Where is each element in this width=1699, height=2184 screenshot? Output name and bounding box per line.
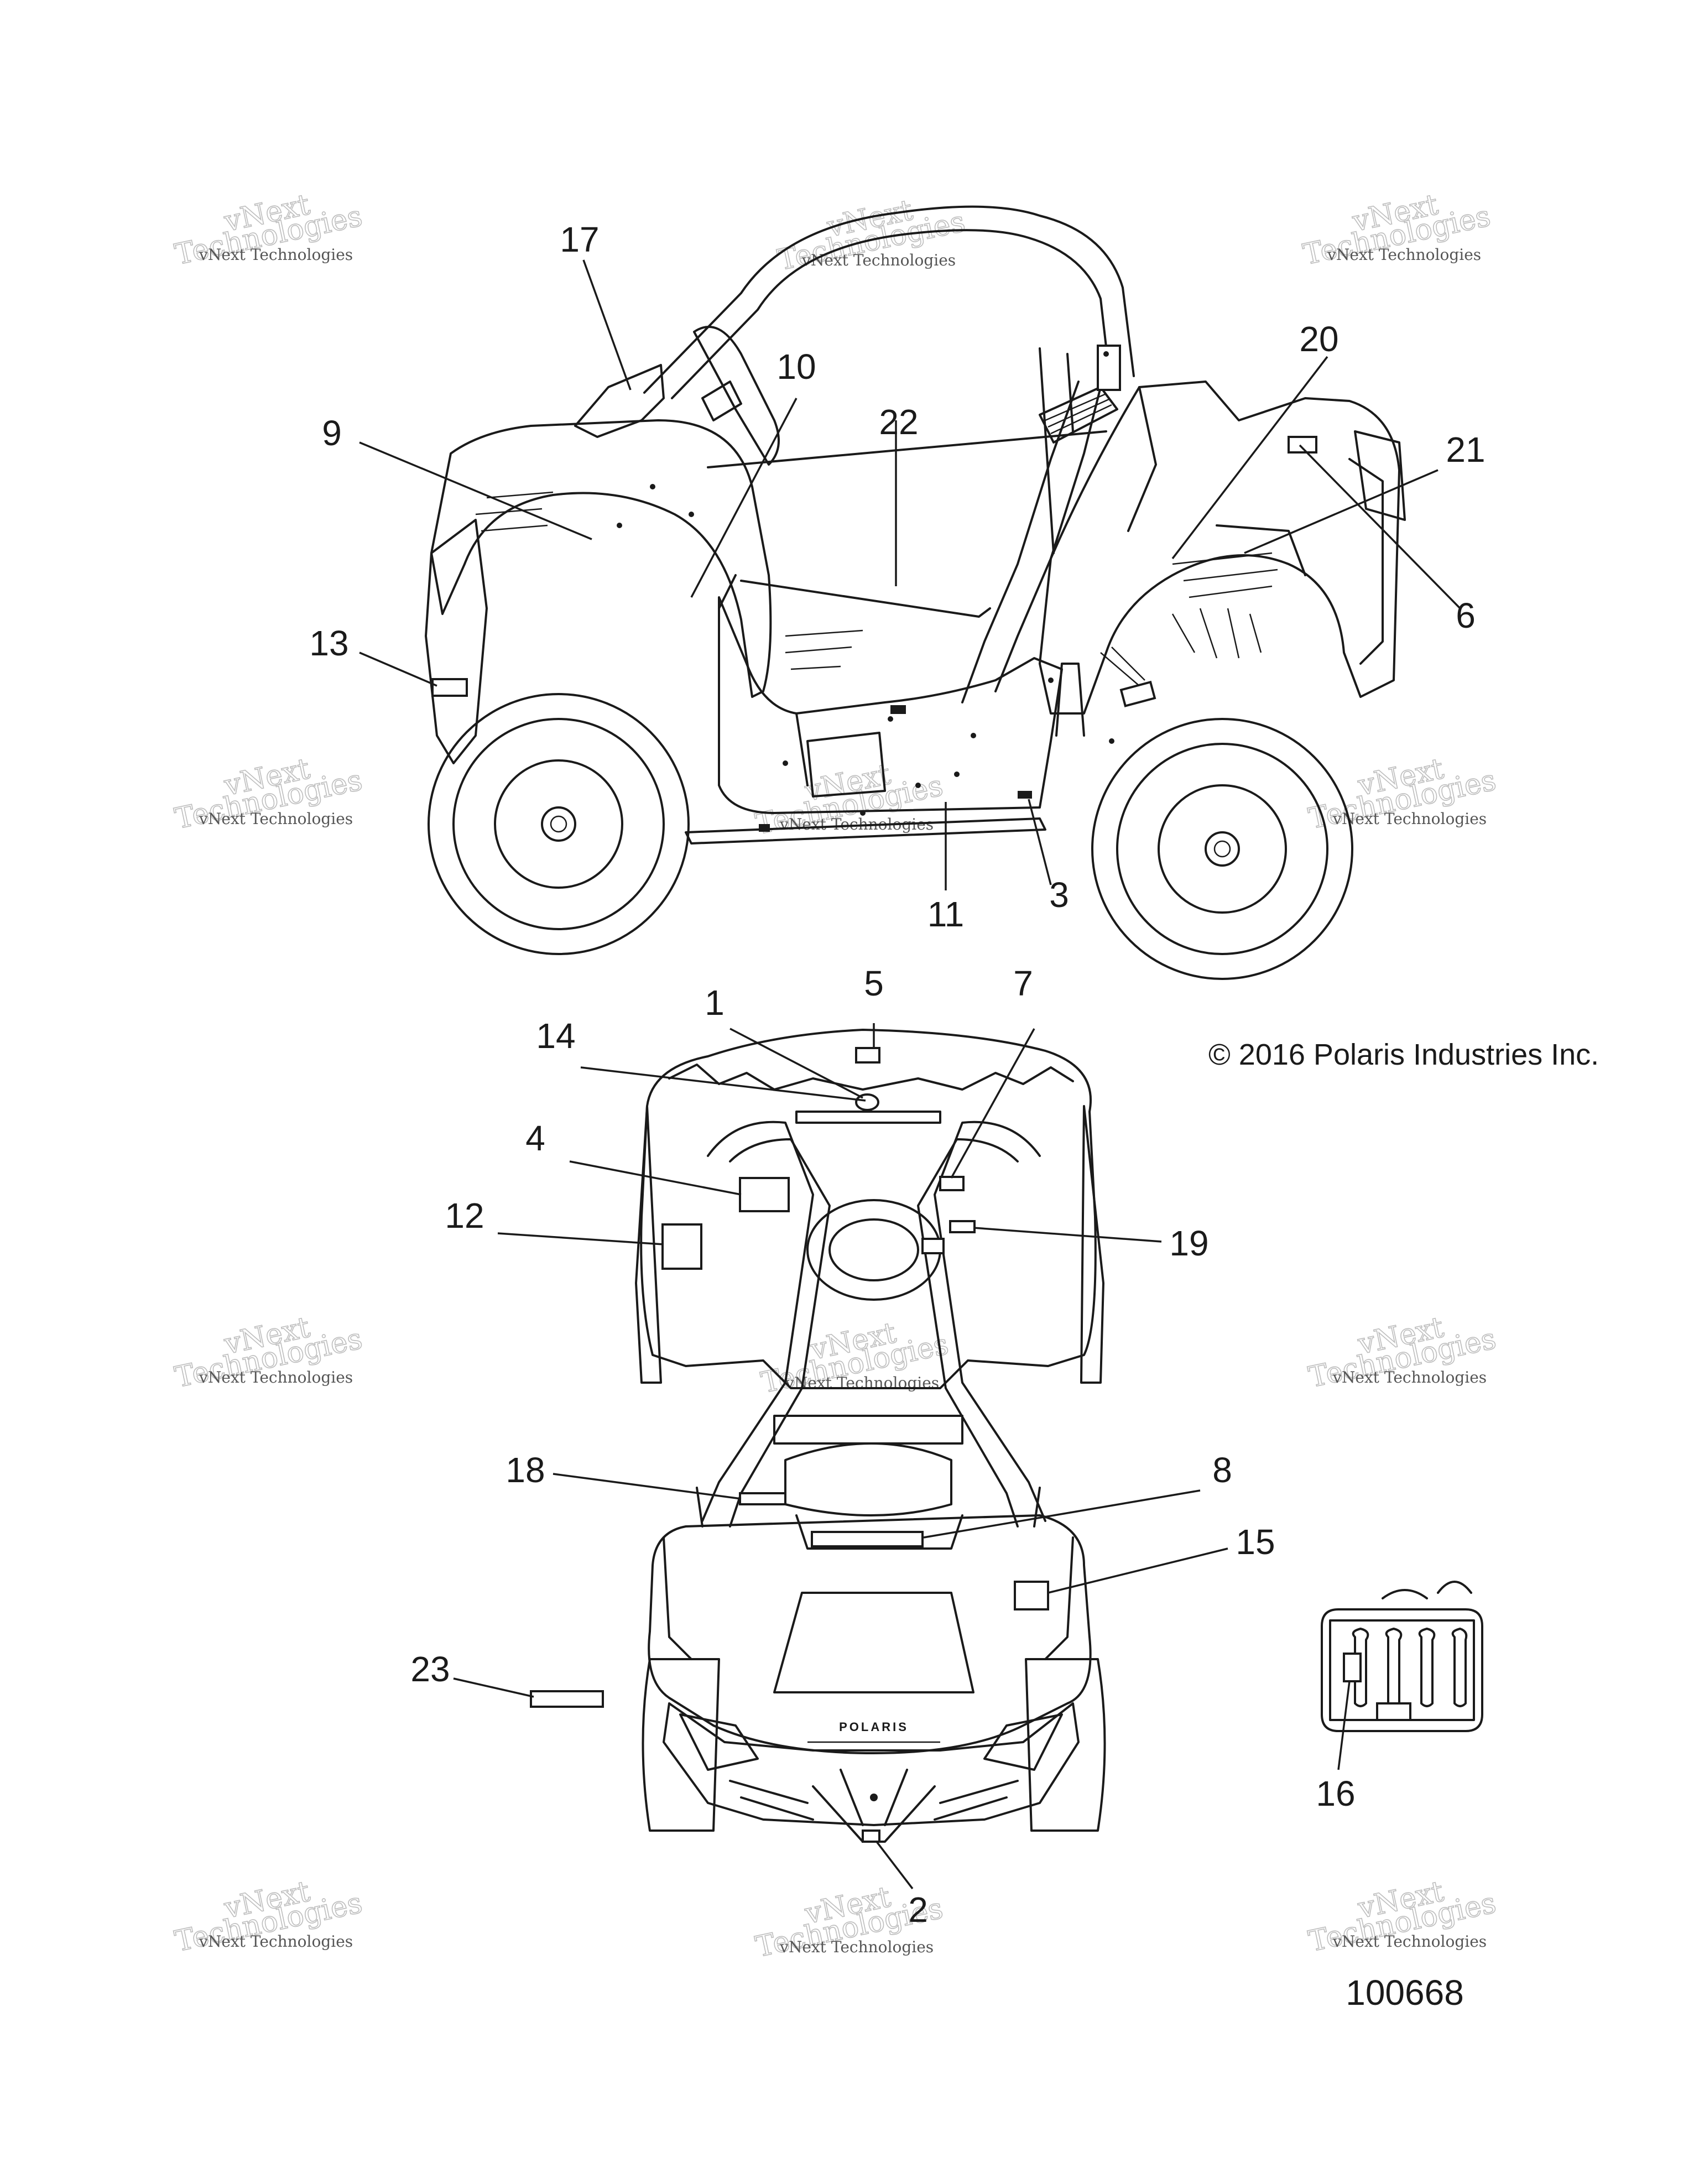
callout-10: 10 bbox=[776, 347, 816, 387]
rear-body bbox=[640, 1029, 1097, 1389]
copyright-notice: © 2016 Polaris Industries Inc. bbox=[1208, 1038, 1599, 1071]
decal-19 bbox=[949, 1220, 976, 1233]
callout-labels: 17 10 9 22 20 21 6 13 11 3 5 1 7 14 4 12… bbox=[309, 220, 1485, 1930]
decal-14 bbox=[855, 1093, 879, 1111]
decal-12 bbox=[661, 1223, 702, 1270]
steering-wheel bbox=[693, 326, 780, 466]
callout-12: 12 bbox=[445, 1196, 484, 1236]
decal-8 bbox=[811, 1531, 924, 1547]
rear-grille bbox=[1348, 458, 1384, 665]
svg-text:vNext Technologies: vNext Technologies bbox=[199, 1932, 353, 1951]
callout-11: 11 bbox=[927, 894, 964, 934]
rear-fender bbox=[1039, 380, 1400, 715]
front-body bbox=[648, 1514, 1092, 1754]
svg-text:vNext Technologies: vNext Technologies bbox=[1327, 246, 1481, 264]
callout-23: 23 bbox=[410, 1649, 450, 1689]
decal-15 bbox=[1014, 1581, 1049, 1610]
decal-4 bbox=[739, 1177, 790, 1212]
callout-1: 1 bbox=[705, 983, 725, 1023]
decal-13 bbox=[431, 678, 468, 697]
watermark: Technologies vNext vNext Technologies bbox=[1305, 752, 1499, 836]
rear-wheel bbox=[1091, 718, 1353, 980]
undercarriage-detail bbox=[475, 351, 1278, 832]
front-fender bbox=[430, 419, 772, 698]
svg-text:vNext Technologies: vNext Technologies bbox=[199, 1368, 353, 1386]
svg-text:vNext Technologies: vNext Technologies bbox=[199, 246, 353, 264]
decal-16 bbox=[1343, 1653, 1362, 1682]
decal-23 bbox=[530, 1690, 604, 1708]
cab-upper-line bbox=[707, 430, 1107, 468]
front-suspension bbox=[729, 1769, 1019, 1843]
svg-text:vNext Technologies: vNext Technologies bbox=[199, 810, 353, 828]
callout-7: 7 bbox=[1013, 963, 1033, 1003]
watermark: Technologies vNext vNext Technologies bbox=[171, 187, 366, 272]
callout-13: 13 bbox=[309, 623, 348, 663]
callout-18: 18 bbox=[505, 1450, 545, 1490]
callout-5: 5 bbox=[864, 963, 884, 1003]
callout-22: 22 bbox=[879, 402, 918, 442]
decal-2 bbox=[862, 1829, 880, 1843]
roll-cage-top bbox=[701, 1120, 814, 1522]
watermark-group: Technologies vNext vNext Technologies Te… bbox=[171, 187, 1499, 1964]
fuel-tank bbox=[1321, 1581, 1483, 1732]
watermark: Technologies vNext vNext Technologies bbox=[1305, 1310, 1499, 1395]
svg-text:vNext Technologies: vNext Technologies bbox=[779, 1938, 934, 1956]
callout-9: 9 bbox=[322, 413, 342, 453]
watermark: Technologies vNext vNext Technologies bbox=[1305, 1874, 1499, 1959]
front-hood-top bbox=[773, 1592, 974, 1693]
front-wheel bbox=[428, 693, 690, 955]
callout-2: 2 bbox=[908, 1890, 928, 1930]
callout-15: 15 bbox=[1236, 1522, 1275, 1562]
svg-text:vNext Technologies: vNext Technologies bbox=[1332, 1932, 1487, 1951]
watermark: Technologies vNext vNext Technologies bbox=[171, 1874, 366, 1959]
svg-text:vNext Technologies: vNext Technologies bbox=[1332, 810, 1487, 828]
watermark: Technologies vNext vNext Technologies bbox=[171, 752, 366, 836]
rock-slider bbox=[685, 817, 1046, 845]
leader-lines bbox=[359, 259, 1461, 1890]
callout-3: 3 bbox=[1049, 875, 1069, 915]
roll-cage-inner bbox=[671, 229, 1110, 399]
front-hood bbox=[574, 364, 665, 438]
watermark: Technologies vNext vNext Technologies bbox=[1300, 187, 1494, 272]
polaris-logo: POLARIS bbox=[839, 1720, 909, 1734]
decal-7 bbox=[939, 1176, 965, 1191]
callout-19: 19 bbox=[1169, 1223, 1208, 1263]
callout-20: 20 bbox=[1299, 319, 1338, 359]
steering-wheel-top bbox=[806, 1199, 941, 1301]
callout-4: 4 bbox=[525, 1118, 545, 1158]
roll-cage bbox=[643, 205, 1135, 394]
svg-text:vNext Technologies: vNext Technologies bbox=[1332, 1368, 1487, 1386]
decal-6 bbox=[1288, 436, 1317, 454]
callout-14: 14 bbox=[536, 1016, 575, 1056]
callout-16: 16 bbox=[1316, 1774, 1355, 1813]
callout-21: 21 bbox=[1446, 430, 1485, 470]
side-panel bbox=[718, 596, 1063, 814]
decal-18 bbox=[739, 1492, 786, 1505]
drawing-number: 100668 bbox=[1346, 1973, 1464, 2013]
watermark: Technologies vNext vNext Technologies bbox=[171, 1310, 366, 1395]
front-bumper bbox=[425, 519, 488, 764]
tail-light bbox=[1354, 430, 1406, 521]
decal-5 bbox=[855, 1047, 880, 1064]
side-view-vehicle bbox=[425, 205, 1406, 980]
svg-text:vNext Technologies: vNext Technologies bbox=[785, 1374, 939, 1392]
callout-6: 6 bbox=[1456, 596, 1476, 635]
callout-8: 8 bbox=[1212, 1450, 1232, 1490]
callout-17: 17 bbox=[560, 220, 599, 259]
top-view-vehicle: POLARIS bbox=[635, 1029, 1106, 1843]
rear-shock bbox=[1039, 345, 1121, 444]
